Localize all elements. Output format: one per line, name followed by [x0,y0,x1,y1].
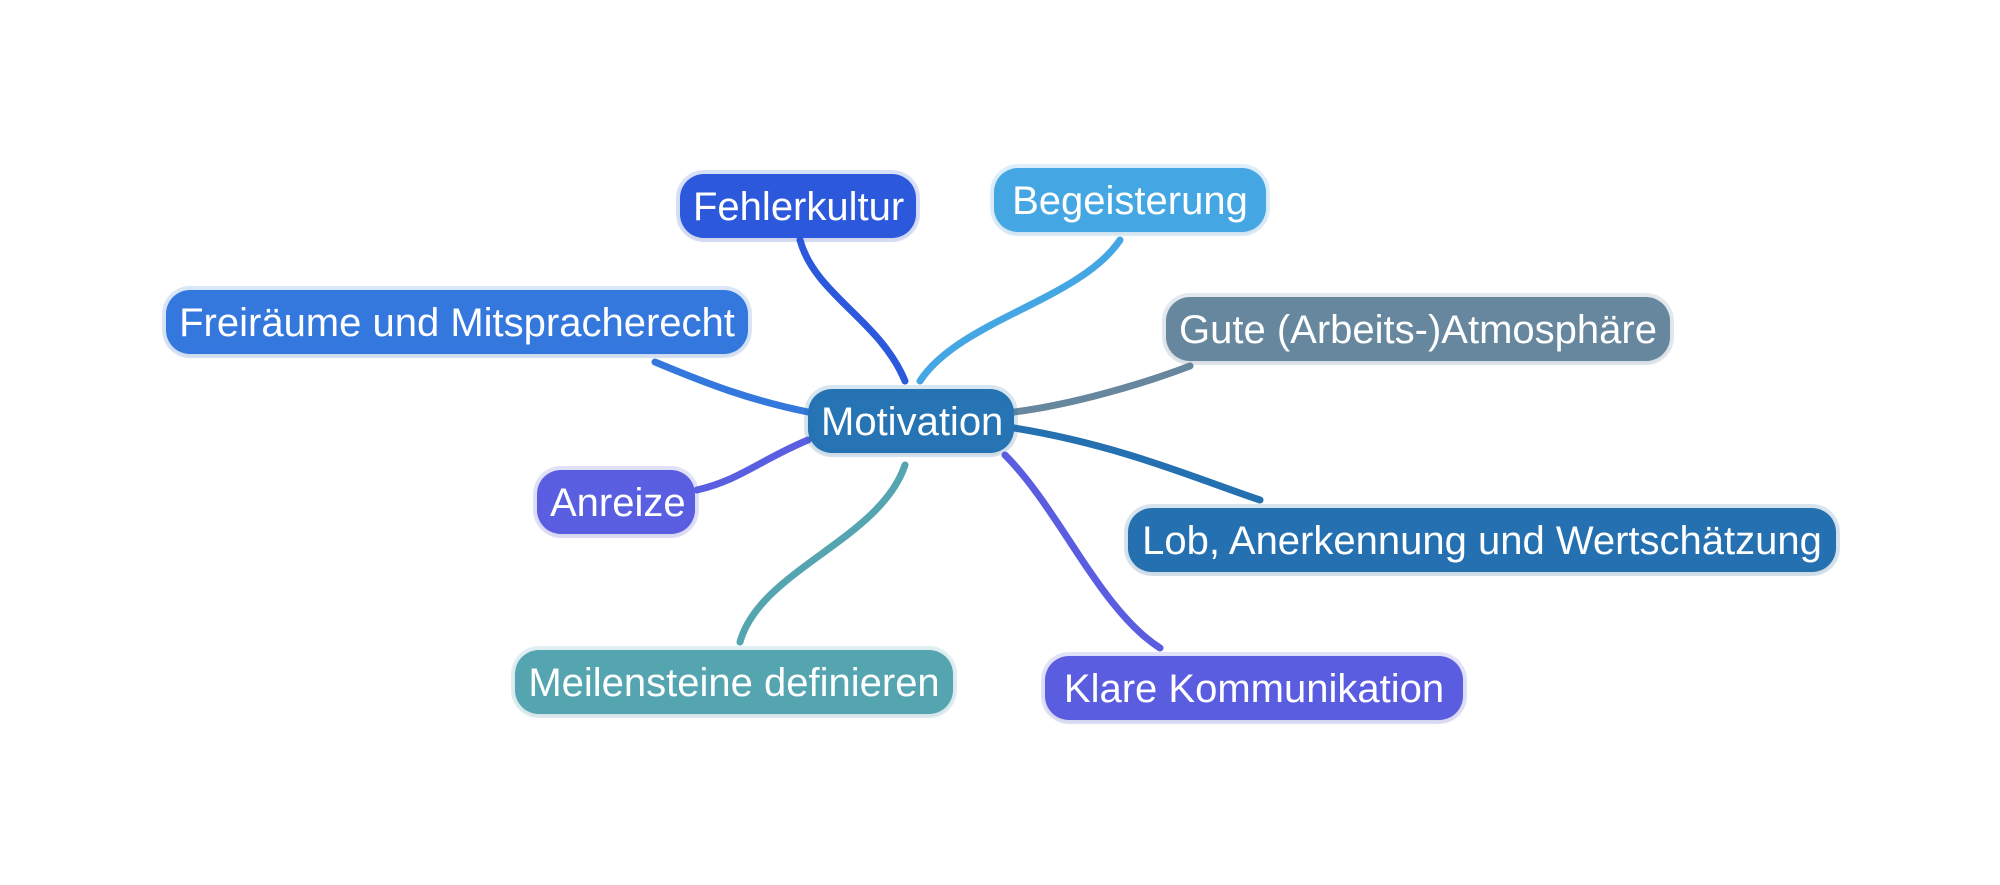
node-lob-anerkennung-wertschaetzung[interactable]: Lob, Anerkennung und Wertschätzung [1128,508,1836,572]
connector-anreize [693,436,812,494]
node-fehlerkultur[interactable]: Fehlerkultur [680,174,916,238]
node-label: Lob, Anerkennung und Wertschätzung [1142,519,1822,563]
node-freiraeume-und-mitspracherecht[interactable]: Freiräume und Mitspracherecht [166,290,748,354]
node-klare-kommunikation[interactable]: Klare Kommunikation [1045,656,1463,720]
connector-klare [1001,451,1164,652]
node-label: Gute (Arbeits-)Atmosphäre [1179,308,1657,352]
connector-freiraeume [651,358,812,416]
node-anreize[interactable]: Anreize [537,470,695,534]
center-label: Motivation [821,400,1004,444]
node-center-motivation[interactable]: Motivation [808,389,1014,453]
node-label: Begeisterung [1012,179,1248,223]
node-gute-arbeitsatmosphaere[interactable]: Gute (Arbeits-)Atmosphäre [1166,297,1670,361]
node-label: Fehlerkultur [693,185,905,229]
connector-gute [1010,362,1194,416]
connector-meilensteine [736,461,909,646]
connector-fehlerkultur [796,236,909,385]
node-label: Meilensteine definieren [528,661,940,705]
node-label: Anreize [550,481,686,525]
connector-lob [1010,424,1264,504]
node-begeisterung[interactable]: Begeisterung [994,168,1266,232]
node-label: Klare Kommunikation [1063,667,1445,711]
node-meilensteine-definieren[interactable]: Meilensteine definieren [515,650,953,714]
connector-begeisterung [916,236,1124,385]
node-label: Freiräume und Mitspracherecht [179,301,735,345]
